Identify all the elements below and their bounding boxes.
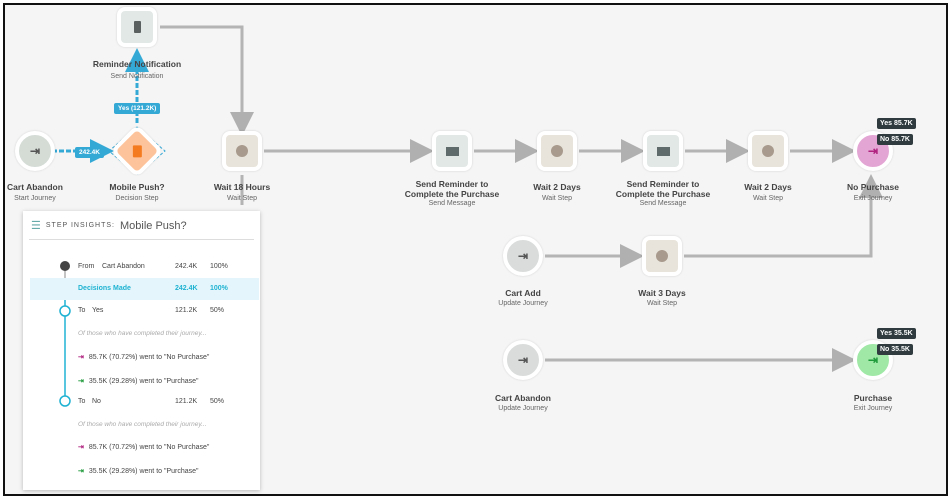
node-title: Cart Abandon: [495, 393, 551, 403]
node-subtitle: Exit Journey: [853, 405, 893, 412]
no-outcome-no-purchase: ⇥85.7K (70.72%) went to "No Purchase": [78, 443, 210, 452]
node-wait-18-hours[interactable]: [222, 131, 262, 171]
node-subtitle: Wait Step: [541, 195, 573, 202]
edge-label-yes: Yes (121.2K): [114, 103, 161, 114]
no-count-badge: No 85.7K: [877, 134, 913, 145]
node-subtitle: Exit Journey: [853, 195, 893, 202]
node-cart-abandon-start[interactable]: ⇥: [15, 131, 55, 171]
clock-icon: [236, 145, 248, 157]
panel-kicker: STEP INSIGHTS:: [45, 222, 115, 229]
panel-title: Mobile Push?: [119, 219, 187, 232]
yes-count-badge: Yes 35.5K: [877, 328, 916, 339]
no-outcome-purchase: ⇥35.5K (29.28%) went to "Purchase": [78, 467, 199, 476]
exit-icon: ⇥: [78, 354, 84, 361]
no-note: Of those who have completed their journe…: [78, 421, 207, 428]
node-subtitle: Decision Step: [115, 195, 159, 202]
insights-icon: ☰: [31, 220, 41, 232]
node-subtitle: Send Notification: [110, 73, 164, 80]
divider: [29, 239, 254, 240]
node-subtitle: Wait Step: [646, 300, 678, 307]
exit-icon: ⇥: [867, 144, 879, 158]
node-wait-3-days[interactable]: [642, 236, 682, 276]
exit-icon: ⇥: [78, 378, 84, 385]
node-reminder-notification[interactable]: [117, 7, 157, 47]
node-send-reminder-1[interactable]: [432, 131, 472, 171]
node-title: Cart Add: [505, 288, 541, 298]
clock-icon: [762, 145, 774, 157]
node-cart-abandon-update[interactable]: ⇥: [503, 340, 543, 380]
enter-icon: ⇥: [517, 353, 529, 367]
exit-icon: ⇥: [867, 353, 879, 367]
yes-count-badge: Yes 85.7K: [877, 118, 916, 129]
calculator-icon: [132, 145, 142, 157]
node-subtitle: Wait Step: [752, 195, 784, 202]
node-title: Send Reminder to Complete the Purchase: [404, 179, 500, 199]
exit-icon: ⇥: [78, 444, 84, 451]
node-wait-2-days-2[interactable]: [748, 131, 788, 171]
node-subtitle: Start Journey: [14, 195, 56, 202]
node-title: Mobile Push?: [109, 182, 165, 192]
node-title: Reminder Notification: [92, 59, 182, 69]
yes-outcome-purchase: ⇥35.5K (29.28%) went to "Purchase": [78, 377, 199, 386]
node-no-purchase-exit[interactable]: ⇥: [853, 131, 893, 171]
node-cart-add[interactable]: ⇥: [503, 236, 543, 276]
edge-label-count: 242.4K: [75, 147, 104, 158]
enter-icon: ⇥: [517, 249, 529, 263]
exit-icon: ⇥: [78, 468, 84, 475]
envelope-icon: [656, 146, 670, 156]
node-title: Wait 3 Days: [638, 288, 686, 298]
clock-icon: [551, 145, 563, 157]
node-wait-2-days-1[interactable]: [537, 131, 577, 171]
node-title: Send Reminder to Complete the Purchase: [615, 179, 711, 199]
journey-canvas[interactable]: Reminder Notification Send Notification …: [3, 3, 948, 496]
node-title: Cart Abandon: [7, 182, 63, 192]
node-subtitle: Update Journey: [498, 300, 548, 307]
envelope-icon: [445, 146, 459, 156]
node-title: No Purchase: [847, 182, 899, 192]
node-title: Wait 18 Hours: [213, 182, 271, 192]
node-title: Wait 2 Days: [744, 182, 792, 192]
yes-note: Of those who have completed their journe…: [78, 330, 207, 337]
node-subtitle: Send Message: [639, 200, 687, 207]
mobile-phone-icon: [133, 21, 141, 33]
node-subtitle: Update Journey: [498, 405, 548, 412]
no-count-badge: No 35.5K: [877, 344, 913, 355]
enter-icon: ⇥: [29, 144, 41, 158]
node-title: Wait 2 Days: [533, 182, 581, 192]
yes-outcome-no-purchase: ⇥85.7K (70.72%) went to "No Purchase": [78, 353, 210, 362]
clock-icon: [656, 250, 668, 262]
node-title: Purchase: [853, 393, 893, 403]
node-send-reminder-2[interactable]: [643, 131, 683, 171]
node-subtitle: Wait Step: [226, 195, 258, 202]
node-subtitle: Send Message: [428, 200, 476, 207]
